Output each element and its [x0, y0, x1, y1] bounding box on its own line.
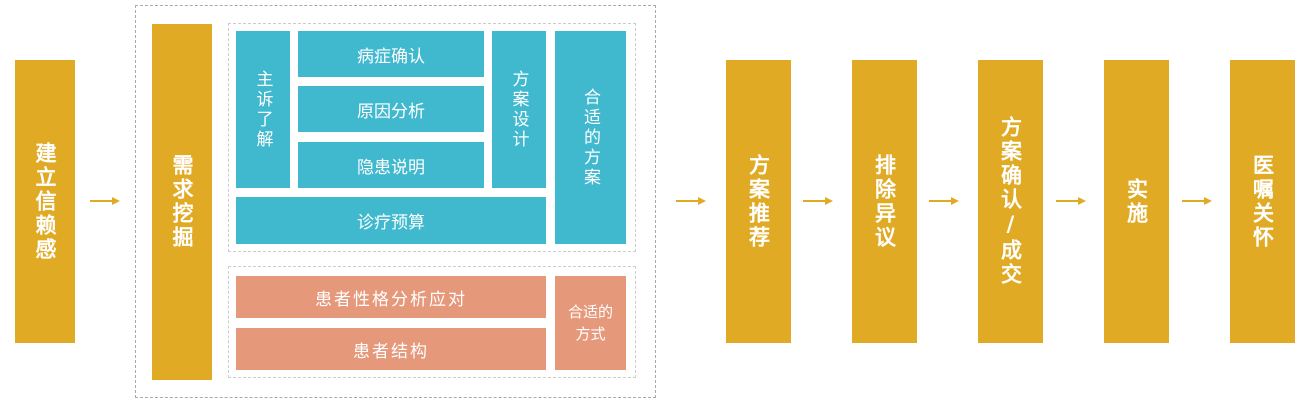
patient-group-outline — [228, 266, 636, 378]
arrow-icon — [90, 197, 120, 205]
step-implement: 实施 — [1104, 60, 1169, 343]
box-cause: 原因分析 — [298, 86, 484, 132]
plan-group-outline — [228, 23, 636, 252]
box-suitable-way: 合适的方式 — [555, 276, 626, 370]
step-handle-objection: 排除异议 — [852, 60, 917, 343]
step-aftercare: 医嘱关怀 — [1230, 60, 1295, 343]
box-symptom: 病症确认 — [298, 31, 484, 77]
box-risk: 隐患说明 — [298, 142, 484, 188]
box-personality: 患者性格分析应对 — [236, 276, 546, 318]
box-structure: 患者结构 — [236, 328, 546, 370]
box-budget: 诊疗预算 — [236, 197, 546, 244]
box-suitable-plan: 合适的方案 — [555, 31, 626, 244]
arrow-icon — [1182, 197, 1212, 205]
step-build-trust: 建立信赖感 — [15, 60, 75, 343]
arrow-icon — [1056, 197, 1086, 205]
step-plan-recommend: 方案推荐 — [726, 60, 791, 343]
step-confirm-deal: 方案确认/成交 — [978, 60, 1043, 343]
arrow-icon — [676, 197, 706, 205]
arrow-icon — [929, 197, 959, 205]
box-complaint: 主诉了解 — [236, 31, 290, 188]
box-design: 方案设计 — [492, 31, 546, 188]
step-needs-discovery: 需求挖掘 — [152, 24, 212, 380]
arrow-icon — [803, 197, 833, 205]
needs-group-outline — [135, 5, 656, 398]
